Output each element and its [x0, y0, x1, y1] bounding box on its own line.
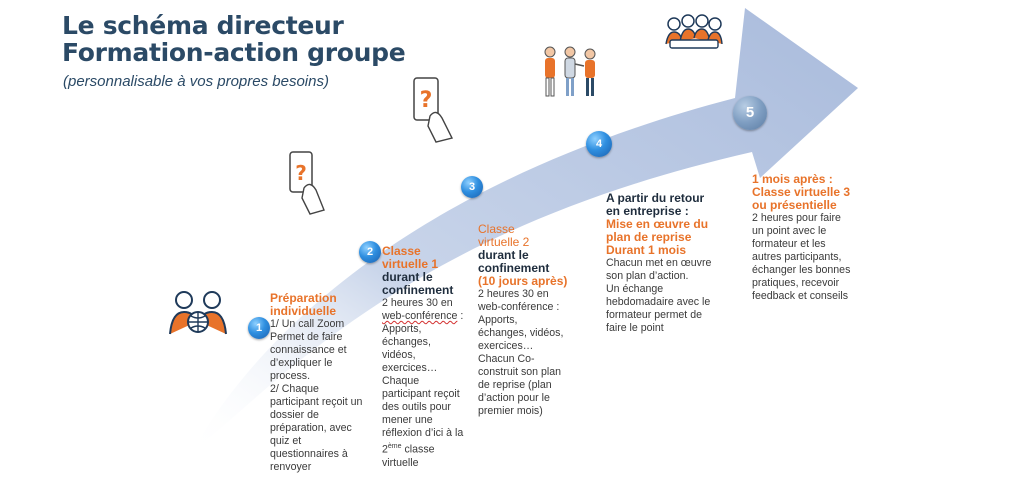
step-5-heading-3: ou présentielle [752, 198, 837, 212]
step-3-body-7: construit son plan [478, 366, 562, 378]
page-title: Le schéma directeur Formation-action gro… [62, 11, 406, 67]
step-4-subheading-2: en entreprise : [606, 204, 689, 218]
step-1-body-7: participant reçoit un [270, 396, 363, 408]
step-3-heading-3: (10 jours après) [478, 274, 568, 288]
step-1-body-8: dossier de [270, 409, 319, 421]
step-2-body-5: vidéos, [382, 349, 416, 361]
step-2-heading-2: virtuelle 1 [382, 257, 439, 271]
step-4-heading-2: plan de reprise [606, 230, 692, 244]
step-2-body-8: participant reçoit [382, 388, 460, 400]
step-1-body-3: connaissance et [270, 344, 347, 356]
title-line-1: Le schéma directeur [62, 11, 344, 40]
step-4-heading-3: Durant 1 mois [606, 243, 687, 257]
step-1-body-6: 2/ Chaque [270, 383, 319, 395]
step-2-body-2: web-conférence [382, 310, 458, 322]
step-5-body-5: échanger les bonnes [752, 264, 851, 276]
step-5-body-6: pratiques, recevoir [752, 277, 840, 289]
step-3-text: Classe virtuelle 2 durant le confinement… [478, 223, 578, 418]
step-3-body-4: échanges, vidéos, [478, 327, 564, 339]
step-3-body-5: exercices… [478, 340, 534, 352]
step-2-body-2-wrap: web-conférence : Apports, [382, 310, 478, 336]
arrow-shape [190, 8, 858, 455]
step-2-body-4: échanges, [382, 336, 431, 348]
step-5-text: 1 mois après : Classe virtuelle 3 ou pré… [752, 173, 872, 303]
smartphone-hand-icon: ? [289, 151, 325, 215]
page-subtitle: (personnalisable à vos propres besoins) [63, 73, 329, 90]
smartphone-hand-icon-2: ? [413, 77, 454, 143]
step-2-body-11: réflexion d’ici à la [382, 427, 464, 439]
step-5-heading-2: Classe virtuelle 3 [752, 185, 851, 199]
step-3-body-6: Chacun Co- [478, 353, 535, 365]
step-2-body-3: : Apports, [382, 310, 464, 335]
group-meeting-icon [665, 14, 723, 49]
step-2-subheading-2: confinement [382, 283, 454, 297]
step-3-subheading-2: confinement [478, 261, 550, 275]
step-4-body-5: formateur permet de [606, 309, 702, 321]
step-4-body-6: faire le point [606, 322, 664, 334]
step-2-text: Classe virtuelle 1 durant le confinement… [382, 245, 478, 470]
step-4-subheading-1: A partir du retour [606, 191, 705, 205]
step-3-body-9: d’action pour le [478, 392, 550, 404]
step-3-heading-1: Classe [478, 222, 515, 236]
step-3-body-10: premier mois) [478, 405, 543, 417]
step-4-body-3: Un échange [606, 283, 664, 295]
step-4-body-1: Chacun met en œuvre [606, 257, 712, 269]
step-1-badge: 1 [248, 317, 270, 339]
handshake-people-icon [544, 46, 596, 97]
step-2-body-6: exercices… [382, 362, 438, 374]
step-1-body-11: questionnaires à [270, 448, 348, 460]
step-3-body-3: Apports, [478, 314, 518, 326]
step-1-heading-2: individuelle [270, 304, 337, 318]
step-2-body-1: 2 heures 30 en [382, 297, 453, 309]
step-4-heading-1: Mise en œuvre du [606, 217, 709, 231]
step-2-body-10: mener une [382, 414, 433, 426]
step-2-heading-1: Classe [382, 244, 421, 258]
step-3-heading-2: virtuelle 2 [478, 235, 530, 249]
step-3-badge: 3 [461, 176, 483, 198]
step-1-body-5: process. [270, 370, 311, 382]
step-2-body-9: des outils pour [382, 401, 451, 413]
step-5-body-3: formateur et les [752, 238, 826, 250]
step-4-body-2: son plan d’action. [606, 270, 689, 282]
step-3-body-2: web-conférence : [478, 301, 560, 313]
step-2-body-15: virtuelle [382, 456, 419, 469]
step-5-heading-1: 1 mois après : [752, 172, 833, 186]
step-2-body-14: classe [401, 443, 435, 456]
step-3-subheading-1: durant le [478, 248, 529, 262]
step-1-text: Préparation individuelle 1/ Un call Zoom… [270, 292, 368, 474]
step-4-text: A partir du retour en entreprise : Mise … [606, 192, 736, 335]
step-1-body-10: quiz et [270, 435, 302, 447]
step-5-body-4: autres participants, [752, 251, 842, 263]
step-1-body-4: d’expliquer le [270, 357, 333, 369]
two-people-globe-icon [169, 291, 227, 335]
step-3-body-1: 2 heures 30 en [478, 288, 549, 300]
title-line-2: Formation-action groupe [62, 38, 406, 67]
step-4-badge: 4 [586, 131, 612, 157]
step-5-badge: 5 [733, 96, 767, 130]
step-1-body-1: 1/ Un call Zoom [270, 318, 345, 330]
step-2-subheading-1: durant le [382, 270, 433, 284]
step-2-body-12: 2 [382, 443, 388, 456]
step-1-body-2: Permet de faire [270, 331, 343, 343]
step-1-body-9: préparation, avec [270, 422, 352, 434]
step-3-body-8: de reprise (plan [478, 379, 552, 391]
svg-text:?: ? [420, 88, 433, 113]
step-2-body-12-wrap: 2ème classe [382, 440, 478, 457]
step-2-body-13: ème [387, 443, 402, 450]
step-4-body-4: hebdomadaire avec le [606, 296, 711, 308]
step-2-badge: 2 [359, 241, 381, 263]
svg-text:?: ? [295, 161, 307, 185]
step-2-body-7: Chaque [382, 375, 420, 387]
step-5-body-1: 2 heures pour faire [752, 212, 841, 224]
step-5-body-2: un point avec le [752, 225, 827, 237]
step-1-heading-1: Préparation [270, 291, 337, 305]
step-5-body-7: feedback et conseils [752, 290, 848, 302]
step-1-body-12: renvoyer [270, 461, 312, 473]
